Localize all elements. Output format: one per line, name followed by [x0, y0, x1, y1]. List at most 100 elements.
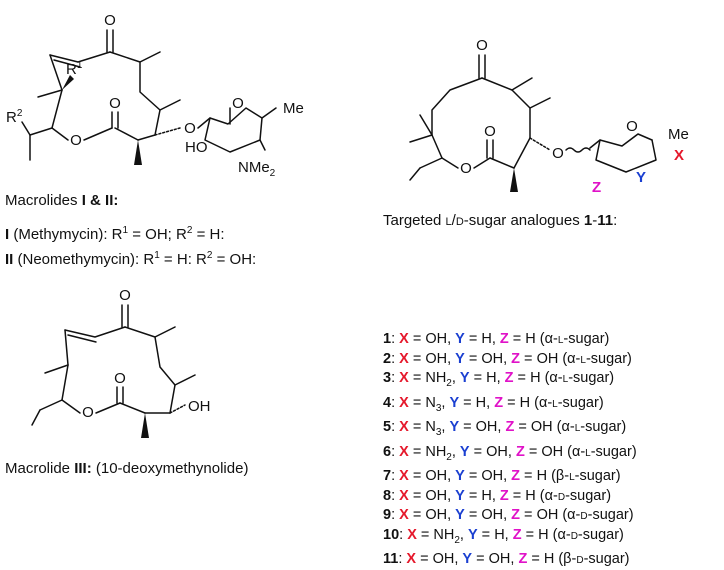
equals: =: [408, 468, 426, 485]
separator: :: [391, 331, 400, 347]
separator: ,: [447, 331, 456, 347]
substituent-z-label: Z: [592, 179, 601, 196]
x-value: N: [425, 419, 436, 436]
analogue-number: 4: [383, 394, 392, 411]
anomer-config: α-: [544, 331, 558, 347]
ld-config: l: [569, 468, 575, 485]
separator: ,: [441, 419, 450, 436]
z-label: Z: [518, 551, 528, 568]
analogue-row: 10: X = NH2, Y = H, Z = H (α-d-sugar): [383, 526, 637, 550]
targeted-title: Targeted l/d-sugar analogues 1-11:: [383, 212, 618, 229]
separator: ,: [503, 507, 512, 524]
z-value: H: [538, 526, 549, 543]
paren: (: [554, 551, 564, 568]
analogue-number: 8: [383, 487, 392, 504]
analogue-number: 1: [383, 331, 392, 347]
equals: =: [520, 350, 537, 367]
separator: :: [391, 350, 400, 367]
separator: :: [391, 394, 400, 411]
z-label: Z: [511, 468, 521, 485]
z-label: Z: [515, 443, 525, 460]
sugar-suffix: -sugar): [563, 331, 610, 347]
analogue-row: 8: X = OH, Y = H, Z = H (α-d-sugar): [383, 487, 637, 507]
methyl-label: Me: [668, 126, 689, 143]
equals: =: [520, 468, 537, 485]
x-label: X: [399, 350, 409, 367]
analogue-number: 9: [383, 507, 392, 524]
paren: (: [535, 331, 545, 347]
y-label: Y: [459, 443, 470, 460]
analogue-row: 7: X = OH, Y = OH, Z = H (β-l-sugar): [383, 467, 637, 487]
separator: ,: [503, 468, 512, 485]
equals: =: [459, 394, 476, 411]
ld-config: d: [580, 507, 588, 524]
sugar-suffix: -sugar): [585, 350, 632, 367]
x-label: X: [399, 394, 409, 411]
equals: =: [524, 443, 542, 460]
x-label: X: [399, 331, 409, 347]
sugar-oxygen: O: [232, 95, 244, 112]
separator: ,: [486, 394, 495, 411]
sugar-suffix: -sugar): [583, 551, 630, 568]
paren: (: [547, 468, 556, 485]
paren: (: [558, 507, 568, 524]
anomer-config: β-: [563, 551, 577, 568]
analogue-number: 5: [383, 419, 392, 436]
z-value: OH: [541, 443, 564, 460]
equals: =: [464, 468, 482, 485]
separator: :: [391, 443, 400, 460]
y-value: OH: [486, 443, 508, 460]
ketone-oxygen: O: [119, 287, 131, 304]
z-value: OH: [536, 507, 559, 524]
z-label: Z: [499, 331, 509, 347]
separator: ,: [451, 443, 460, 460]
z-value: H: [519, 394, 531, 411]
x-label: X: [399, 487, 409, 504]
equals: =: [408, 487, 426, 504]
y-label: Y: [449, 419, 460, 436]
y-value: OH: [481, 468, 504, 485]
analogue-number: 7: [383, 468, 392, 485]
equals: =: [503, 394, 520, 411]
y-value: OH: [488, 551, 511, 568]
ld-config: l: [580, 350, 586, 367]
z-value: H: [525, 331, 536, 347]
ld-config: l: [585, 443, 591, 460]
paren: (: [530, 394, 539, 411]
macrolides-title: Macrolides I & II:: [5, 192, 119, 209]
sugar-suffix: -sugar): [580, 419, 627, 436]
ring-oxygen: O: [460, 160, 472, 177]
y-label: Y: [449, 394, 460, 411]
x-subscript: 3: [435, 427, 442, 439]
y-label: Y: [455, 487, 465, 504]
equals: =: [513, 370, 531, 387]
equals: =: [469, 443, 487, 460]
anomer-config: α-: [544, 487, 558, 504]
separator: ,: [510, 551, 519, 568]
z-label: Z: [499, 487, 509, 504]
neomethymycin-line: II (Neomethymycin): R1 = H: R2 = OH:: [5, 250, 257, 268]
paren: (: [552, 419, 562, 436]
x-label: X: [407, 526, 417, 543]
equals: =: [416, 526, 434, 543]
paren: (: [535, 487, 545, 504]
carbonyl-oxygen: O: [109, 95, 121, 112]
x-label: X: [399, 507, 409, 524]
equals: =: [469, 370, 487, 387]
x-value: N: [425, 394, 436, 411]
analogue-row: 1: X = OH, Y = H, Z = H (α-l-sugar): [383, 330, 637, 350]
sugar-oxygen: O: [626, 118, 638, 135]
x-value: OH: [425, 487, 448, 504]
hydroxyl-label: OH: [188, 398, 211, 415]
equals: =: [464, 507, 482, 524]
separator: :: [399, 526, 408, 543]
separator: ,: [441, 394, 450, 411]
y-value: H: [481, 487, 492, 504]
ld-config: l: [557, 331, 564, 347]
analogue-number: 2: [383, 350, 392, 367]
carbonyl-oxygen: O: [484, 123, 496, 140]
r2-label: R2: [6, 108, 23, 126]
x-subscript: 2: [446, 451, 452, 463]
ketone-oxygen: O: [476, 37, 488, 54]
z-label: Z: [494, 394, 504, 411]
